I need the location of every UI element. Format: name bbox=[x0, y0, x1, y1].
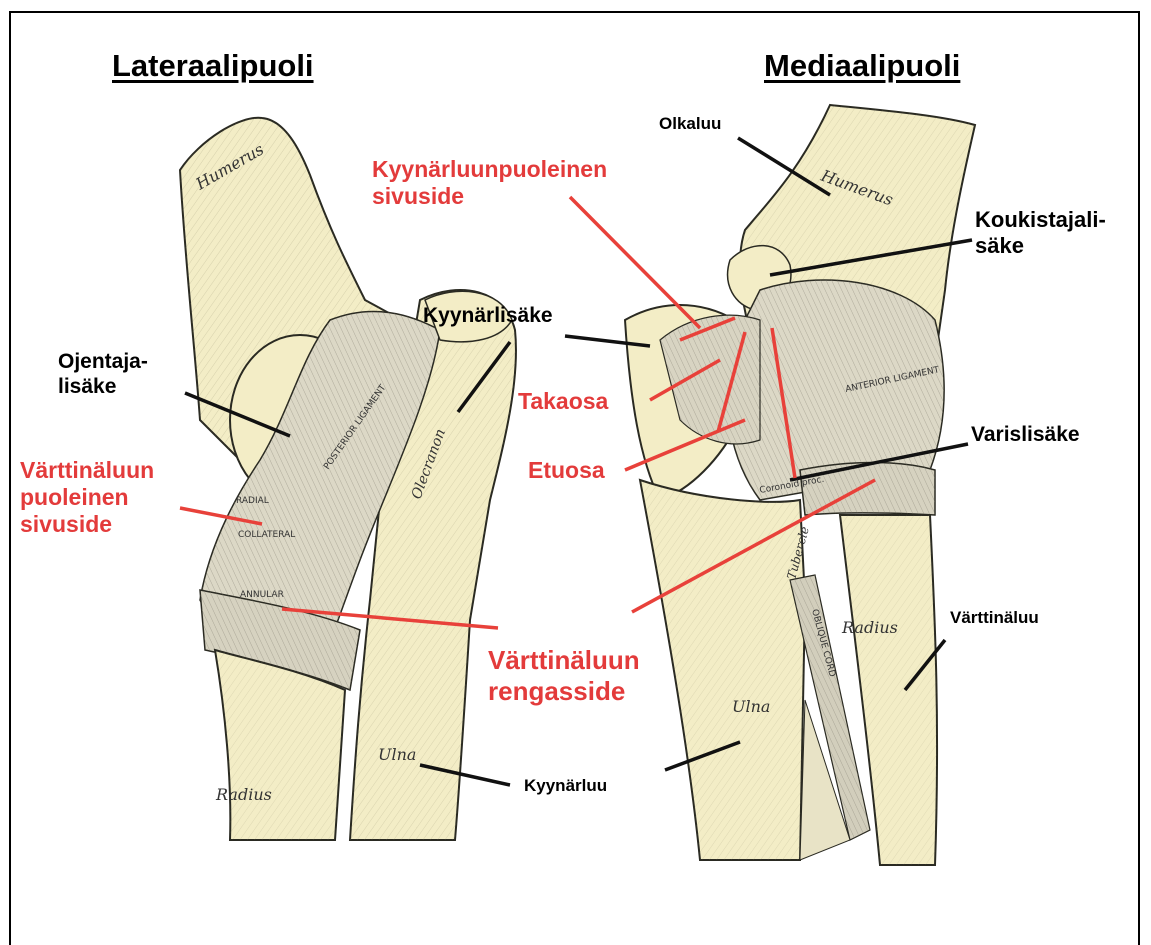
engraving-radial: RADIAL bbox=[236, 496, 269, 506]
label-kyynarluu: Kyynärluu bbox=[524, 776, 607, 796]
label-kyynarlisake: Kyynärlisäke bbox=[423, 304, 553, 329]
lateral-elbow-drawing bbox=[180, 118, 516, 840]
engraving-annular-left: ANNULAR bbox=[240, 590, 284, 600]
label-varttinaluun-rengasside: Värttinäluun rengasside bbox=[488, 645, 640, 706]
label-varislisake: Varislisäke bbox=[971, 423, 1080, 448]
engraving-ulna-right: Ulna bbox=[732, 697, 770, 716]
label-varttinaluu: Värttinäluu bbox=[950, 608, 1039, 628]
label-kyynarluunpuoleinen-sivuside: Kyynärluunpuoleinen sivuside bbox=[372, 156, 607, 210]
heading-medial: Mediaalipuoli bbox=[764, 48, 960, 85]
label-ojentajalisake: Ojentaja- lisäke bbox=[58, 350, 148, 400]
label-koukistajalisake: Koukistajali- säke bbox=[975, 207, 1106, 259]
label-varttinaluun-puoleinen-sivuside: Värttinäluun puoleinen sivuside bbox=[20, 457, 154, 538]
engraving-radius-right: Radius bbox=[841, 618, 898, 637]
engraving-ulna-left: Ulna bbox=[378, 745, 416, 764]
heading-lateral: Lateraalipuoli bbox=[112, 48, 314, 85]
label-takaosa: Takaosa bbox=[518, 388, 608, 415]
label-etuosa: Etuosa bbox=[528, 457, 605, 484]
engraving-collateral: COLLATERAL bbox=[238, 530, 295, 540]
engraving-radius-left: Radius bbox=[215, 785, 272, 804]
label-olkaluu: Olkaluu bbox=[659, 114, 721, 134]
